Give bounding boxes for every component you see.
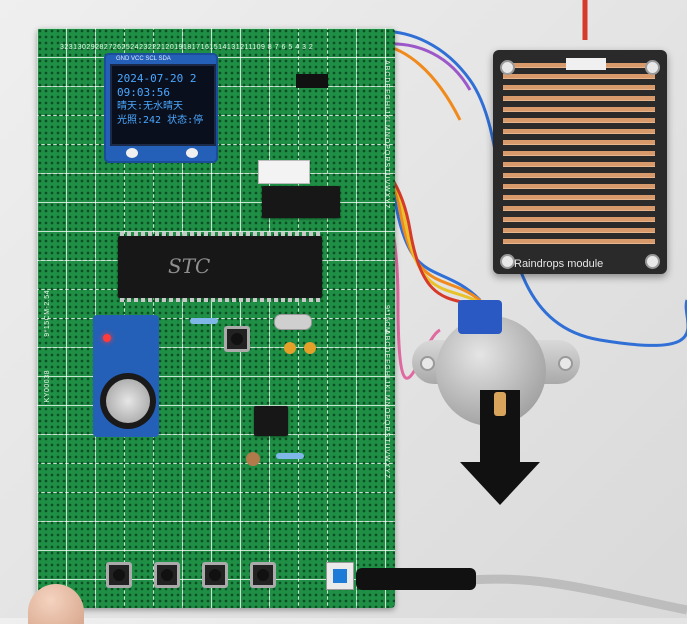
oled-time: 09:03:56 [117,86,170,99]
mcu-chip [118,236,322,298]
rain-mount-hole-br [645,254,660,269]
small-ic-chip [254,406,288,436]
pcb-right-letters-upper: ABCDEFGHIJKLMNOPQRSTUVWXYZ [383,60,390,210]
dc-power-plug [356,568,476,590]
oled-day: 2 [189,72,197,85]
resistor-1 [190,318,218,324]
rain-sensor-copper-traces [503,63,655,248]
driver-chip [262,186,340,218]
rain-module-label: Raindrops module [514,258,604,270]
reset-button[interactable] [224,326,250,352]
finger [28,584,84,624]
capacitor-2 [304,342,316,354]
pcb-top-numbers: 3231302928272625242322212019181716151413… [60,44,314,51]
mcu-pins-top [120,232,320,236]
pin-header [296,74,328,88]
stepper-mount-hole-left [420,356,435,371]
stepper-connector [258,160,310,184]
power-cable [469,574,687,615]
mcu-pins-bottom [120,298,320,302]
motor-shaft [494,392,506,416]
oled-date: 2024-07-20 [117,72,184,85]
oled-screen [110,64,216,146]
key-button-3[interactable] [202,562,228,588]
capacitor-1 [284,342,296,354]
key-button-1[interactable] [106,562,132,588]
resistor-2 [276,453,304,459]
rain-mount-hole-bl [500,254,515,269]
rain-connector [566,58,606,70]
coin-battery [106,379,150,423]
mcu-logo: STC [168,254,211,278]
oled-mount-hole-left [126,148,138,158]
crystal-oscillator [274,314,312,330]
power-switch[interactable] [326,562,354,590]
stepper-mount-hole-right [558,356,573,371]
pcb-right-code: 9*15CM [383,305,390,334]
rain-mount-hole-tr [645,60,660,75]
light-sensor [246,452,260,466]
key-button-2[interactable] [154,562,180,588]
stepper-arrow-pointer [460,390,540,505]
pcb-right-letters-lower: ABCDEFGHIJKLMNOPQRSTUVWXYZ [383,330,390,480]
oled-mount-hole-right [186,148,198,158]
oled-date-line: 2024-07-20 2 [117,72,196,86]
oled-status: 光照:242 状态:停 [117,115,204,126]
stepper-connector-housing [458,300,502,334]
oled-weather: 晴天:无水晴天 [117,101,184,112]
rtc-power-led [103,334,111,342]
key-button-4[interactable] [250,562,276,588]
oled-pin-labels: GND VCC SCL SDA [116,56,171,62]
rain-mount-hole-tl [500,60,515,75]
